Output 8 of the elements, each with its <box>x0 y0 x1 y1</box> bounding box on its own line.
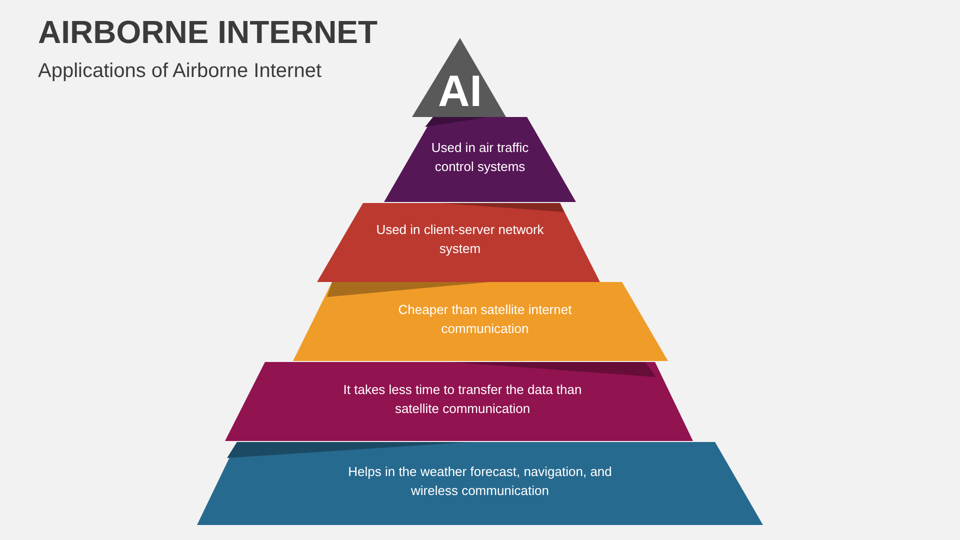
layer-text: Cheaper than satellite internet communication <box>397 301 573 338</box>
subtitle: Applications of Airborne Internet <box>38 60 322 83</box>
layer-text: Used in air traffic control systems <box>430 139 530 176</box>
title: AIRBORNE INTERNET <box>38 14 378 51</box>
layer-text: Used in client-server network system <box>375 221 545 258</box>
layer-text: Helps in the weather forecast, navigation, and wireless communication <box>347 463 613 500</box>
layer-text: It takes less time to transfer the data than satellite communication <box>342 381 583 418</box>
apex-label: AI <box>437 70 483 114</box>
